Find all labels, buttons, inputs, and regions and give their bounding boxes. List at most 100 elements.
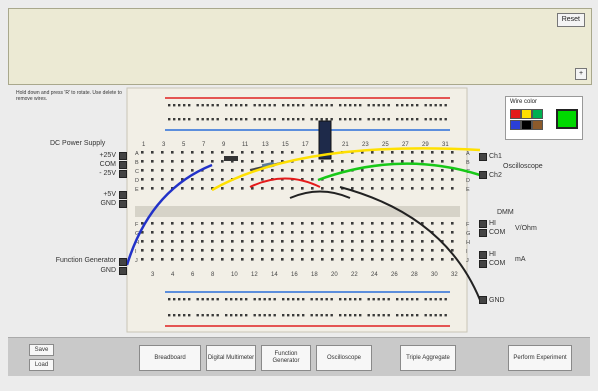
breadboard-hole[interactable]: [151, 249, 154, 252]
rail-hole[interactable]: [401, 298, 404, 301]
breadboard-hole[interactable]: [401, 240, 404, 243]
rail-hole[interactable]: [287, 104, 290, 107]
breadboard-hole[interactable]: [191, 169, 194, 172]
rail-hole[interactable]: [178, 118, 181, 121]
rail-hole[interactable]: [434, 104, 437, 107]
breadboard-hole[interactable]: [281, 160, 284, 163]
breadboard-hole[interactable]: [191, 187, 194, 190]
breadboard-hole[interactable]: [261, 178, 264, 181]
breadboard-hole[interactable]: [391, 249, 394, 252]
breadboard-hole[interactable]: [241, 151, 244, 154]
function-generator-button[interactable]: Function Generator: [261, 345, 311, 371]
rail-hole[interactable]: [253, 104, 256, 107]
breadboard-hole[interactable]: [421, 240, 424, 243]
rail-hole[interactable]: [439, 118, 442, 121]
rail-hole[interactable]: [367, 104, 370, 107]
rail-hole[interactable]: [245, 314, 248, 317]
breadboard-hole[interactable]: [451, 222, 454, 225]
rail-hole[interactable]: [302, 118, 305, 121]
wire-black-long[interactable]: [339, 186, 481, 301]
breadboard-hole[interactable]: [361, 222, 364, 225]
wire-swatch-blue[interactable]: [510, 120, 521, 130]
breadboard-hole[interactable]: [331, 178, 334, 181]
breadboard-hole[interactable]: [211, 240, 214, 243]
breadboard-hole[interactable]: [201, 258, 204, 261]
rail-hole[interactable]: [434, 118, 437, 121]
breadboard-hole[interactable]: [451, 151, 454, 154]
breadboard-hole[interactable]: [151, 240, 154, 243]
breadboard-hole[interactable]: [181, 178, 184, 181]
rail-hole[interactable]: [401, 118, 404, 121]
breadboard-hole[interactable]: [241, 222, 244, 225]
rail-hole[interactable]: [206, 118, 209, 121]
breadboard-hole[interactable]: [191, 240, 194, 243]
breadboard-hole[interactable]: [191, 249, 194, 252]
breadboard-hole[interactable]: [221, 187, 224, 190]
breadboard-hole[interactable]: [451, 240, 454, 243]
breadboard-hole[interactable]: [161, 187, 164, 190]
rail-hole[interactable]: [302, 298, 305, 301]
breadboard-hole[interactable]: [251, 240, 254, 243]
breadboard-hole[interactable]: [211, 178, 214, 181]
breadboard-hole[interactable]: [391, 160, 394, 163]
rail-hole[interactable]: [273, 104, 276, 107]
breadboard-hole[interactable]: [251, 160, 254, 163]
breadboard-hole[interactable]: [221, 240, 224, 243]
breadboard-hole[interactable]: [261, 187, 264, 190]
breadboard-hole[interactable]: [451, 258, 454, 261]
oscilloscope-button[interactable]: Oscilloscope: [316, 345, 372, 371]
rail-hole[interactable]: [201, 314, 204, 317]
breadboard-hole[interactable]: [351, 258, 354, 261]
breadboard-hole[interactable]: [421, 160, 424, 163]
breadboard-hole[interactable]: [171, 160, 174, 163]
rail-hole[interactable]: [444, 314, 447, 317]
breadboard-hole[interactable]: [351, 240, 354, 243]
breadboard-hole[interactable]: [411, 160, 414, 163]
breadboard-hole[interactable]: [311, 187, 314, 190]
rail-hole[interactable]: [240, 298, 243, 301]
rail-hole[interactable]: [396, 118, 399, 121]
rail-hole[interactable]: [245, 104, 248, 107]
rail-hole[interactable]: [325, 118, 328, 121]
breadboard-hole[interactable]: [221, 160, 224, 163]
rail-hole[interactable]: [315, 118, 318, 121]
wire-black-short[interactable]: [289, 190, 351, 199]
rail-hole[interactable]: [168, 298, 171, 301]
breadboard-hole[interactable]: [211, 222, 214, 225]
rail-hole[interactable]: [302, 314, 305, 317]
rail-hole[interactable]: [411, 314, 414, 317]
rail-hole[interactable]: [444, 104, 447, 107]
breadboard-hole[interactable]: [441, 258, 444, 261]
breadboard-hole[interactable]: [411, 151, 414, 154]
rail-hole[interactable]: [292, 314, 295, 317]
rail-hole[interactable]: [168, 314, 171, 317]
breadboard-hole[interactable]: [381, 160, 384, 163]
breadboard-hole[interactable]: [211, 187, 214, 190]
breadboard-hole[interactable]: [401, 231, 404, 234]
rail-hole[interactable]: [206, 104, 209, 107]
terminal-gnd-right[interactable]: [479, 296, 487, 304]
breadboard-hole[interactable]: [301, 231, 304, 234]
breadboard-hole[interactable]: [451, 169, 454, 172]
rail-hole[interactable]: [188, 298, 191, 301]
breadboard-hole[interactable]: [201, 187, 204, 190]
rail-hole[interactable]: [367, 314, 370, 317]
breadboard-hole[interactable]: [421, 222, 424, 225]
rail-hole[interactable]: [225, 314, 228, 317]
rail-hole[interactable]: [320, 104, 323, 107]
breadboard-hole[interactable]: [381, 151, 384, 154]
rail-hole[interactable]: [211, 118, 214, 121]
rail-hole[interactable]: [387, 298, 390, 301]
breadboard-hole[interactable]: [311, 231, 314, 234]
breadboard-hole[interactable]: [201, 178, 204, 181]
wire-swatch-black[interactable]: [521, 120, 532, 130]
rail-hole[interactable]: [359, 118, 362, 121]
rail-hole[interactable]: [411, 118, 414, 121]
breadboard-hole[interactable]: [401, 151, 404, 154]
rail-hole[interactable]: [325, 104, 328, 107]
terminal-dmm-hi-1[interactable]: [479, 220, 487, 228]
breadboard-hole[interactable]: [241, 169, 244, 172]
breadboard-hole[interactable]: [271, 160, 274, 163]
breadboard-hole[interactable]: [231, 258, 234, 261]
breadboard-hole[interactable]: [411, 222, 414, 225]
